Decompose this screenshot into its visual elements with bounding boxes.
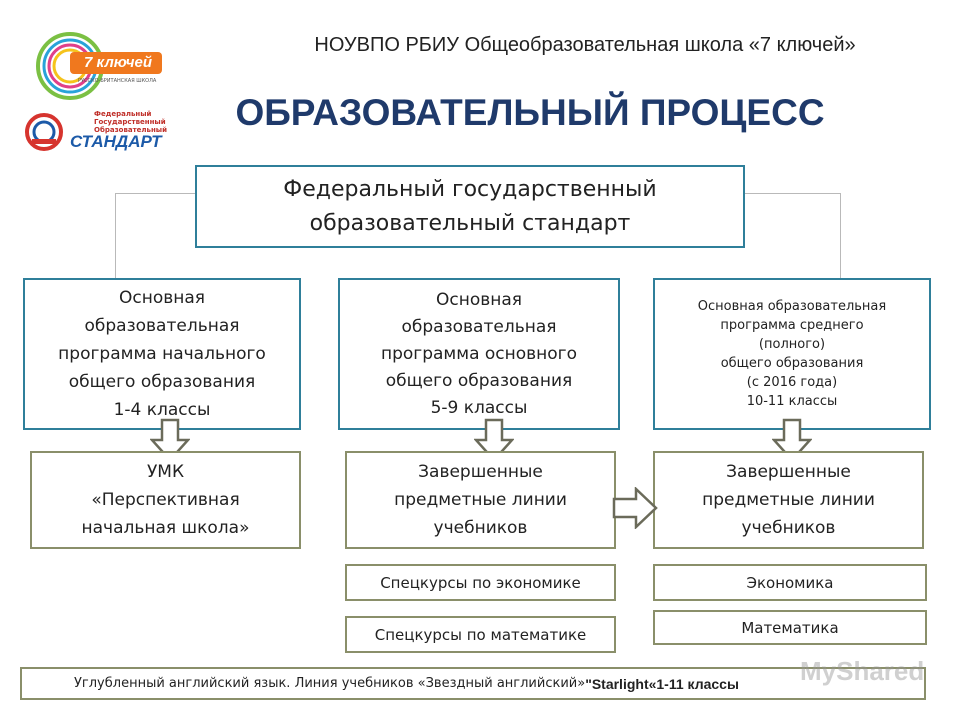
english-footer-bold: "Starlight«1-11 классы xyxy=(585,675,739,692)
connector-right-vertical xyxy=(840,193,841,278)
arrow-down-icon xyxy=(474,418,514,462)
program-basic-box: Основная образовательная программа основ… xyxy=(338,278,620,430)
fgos-logo: Федеральный Государственный Образователь… xyxy=(24,108,168,154)
math-courses-mid-box: Спецкурсы по математике xyxy=(345,616,616,653)
textbooks-primary-box: УМК «Перспективная начальная школа» xyxy=(30,451,301,549)
fgos-emblem-icon xyxy=(25,113,63,151)
math-high-box: Математика xyxy=(653,610,927,645)
page-title: ОБРАЗОВАТЕЛЬНЫЙ ПРОЦЕСС xyxy=(235,92,825,133)
seven-keys-logo-mark xyxy=(36,32,162,100)
textbooks-secondary-box: Завершенные предметные линии учебников xyxy=(653,451,924,549)
textbooks-basic-box: Завершенные предметные линии учебников xyxy=(345,451,616,549)
program-secondary-box: Основная образовательная программа средн… xyxy=(653,278,931,430)
arrow-down-icon xyxy=(772,418,812,462)
federal-standard-box: Федеральный государственный образователь… xyxy=(195,165,745,248)
seven-keys-logo: 7 ключей РУССКО-БРИТАНСКАЯ ШКОЛА xyxy=(30,26,170,106)
fgos-logo-word: СТАНДАРТ xyxy=(70,132,162,151)
seven-keys-logo-text: 7 ключей xyxy=(83,54,153,71)
english-footer-box: Углубленный английский язык. Линия учебн… xyxy=(20,667,926,700)
arrow-down-icon xyxy=(150,418,190,462)
organization-name: НОУВПО РБИУ Общеобразовательная школа «7… xyxy=(314,34,856,56)
economics-courses-mid-box: Спецкурсы по экономике xyxy=(345,564,616,601)
connector-left-vertical xyxy=(115,193,116,278)
connector-left-horizontal xyxy=(115,193,195,194)
connector-right-horizontal xyxy=(745,193,840,194)
seven-keys-logo-subtitle: РУССКО-БРИТАНСКАЯ ШКОЛА xyxy=(78,78,157,84)
economics-high-box: Экономика xyxy=(653,564,927,601)
watermark-text: MyShared xyxy=(800,656,925,686)
arrow-right-icon xyxy=(612,487,658,529)
program-primary-box: Основная образовательная программа начал… xyxy=(23,278,301,430)
english-footer-text: Углубленный английский язык. Линия учебн… xyxy=(74,676,586,691)
fgos-logo-caption: Федеральный Государственный Образователь… xyxy=(94,110,168,134)
